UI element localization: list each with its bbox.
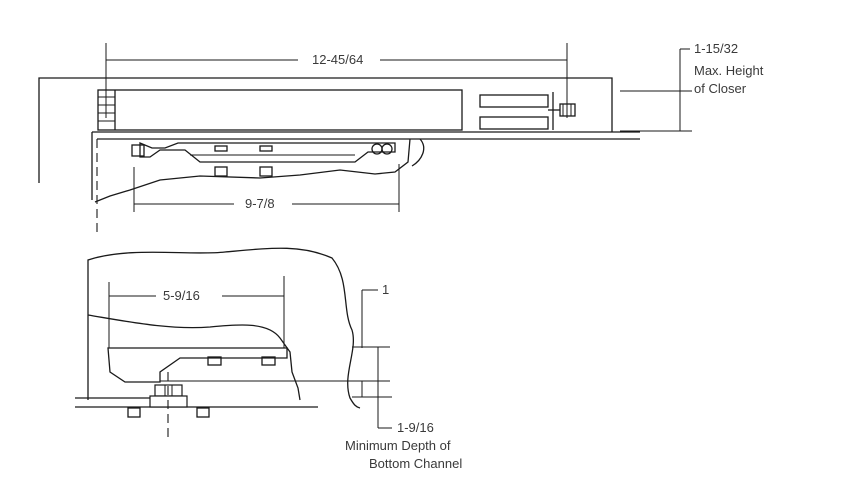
min-depth-caption-line2: Bottom Channel [369, 456, 462, 471]
offset-label: 1 [382, 282, 389, 297]
arm-length-label: 9-7/8 [245, 196, 275, 211]
max-height-caption-line1: Max. Height [694, 63, 764, 78]
section-break-outline [87, 247, 361, 409]
closer-body [97, 89, 463, 131]
break-outline [94, 138, 411, 203]
max-height-value: 1-15/32 [694, 41, 738, 56]
width-label: 5-9/16 [163, 288, 200, 303]
bottom-channel [107, 347, 288, 383]
overall-length-label: 12-45/64 [312, 52, 363, 67]
closer-elevation-view: 12-45/64 1-15/32 Max. Height of Closer 9… [38, 41, 764, 236]
frame-head-outline [38, 77, 613, 183]
channel-section-view: 5-9/16 1 1-9/16 Minimum Depth of Bottom … [75, 247, 462, 471]
valve-block-top [479, 94, 549, 108]
arm-track [139, 142, 396, 163]
valve-block-bottom [479, 116, 549, 130]
max-height-caption-line2: of Closer [694, 81, 747, 96]
min-depth-caption-line1: Minimum Depth of [345, 438, 451, 453]
min-depth-value: 1-9/16 [397, 420, 434, 435]
